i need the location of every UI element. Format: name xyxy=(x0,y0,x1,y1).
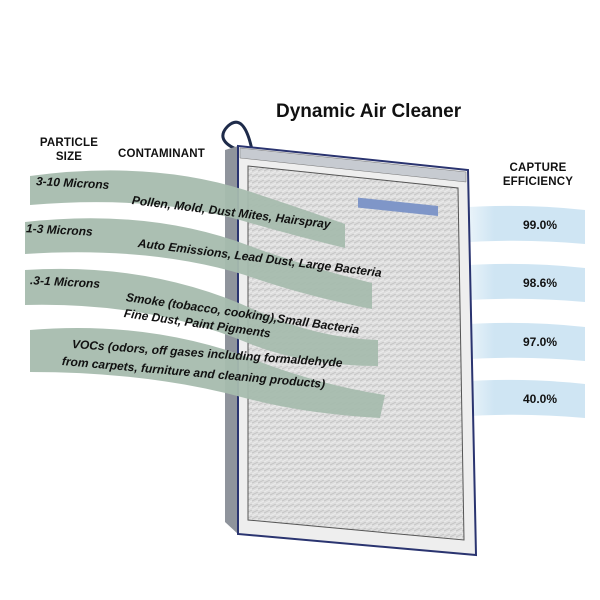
efficiency-value: 99.0% xyxy=(522,218,558,232)
input-stream-4 xyxy=(30,328,385,418)
capture-efficiency-header: CAPTURE EFFICIENCY xyxy=(494,161,582,189)
header-line: SIZE xyxy=(55,151,83,163)
contaminant-header: CONTAMINANT xyxy=(118,148,205,160)
brand-label xyxy=(358,197,438,217)
efficiency-value: 98.6% xyxy=(522,276,558,290)
output-band-2 xyxy=(455,263,585,302)
output-band-1 xyxy=(455,205,585,244)
input-stream-3 xyxy=(25,268,378,366)
diagram-title: Dynamic Air Cleaner xyxy=(276,101,462,122)
input-streams xyxy=(25,170,385,418)
output-bands xyxy=(455,205,585,418)
efficiency-value: 40.0% xyxy=(522,392,558,406)
input-stream-1 xyxy=(30,170,345,248)
header-line: CAPTURE xyxy=(509,162,567,174)
output-band-3 xyxy=(455,322,585,361)
output-band-4 xyxy=(455,379,585,418)
power-cord xyxy=(221,120,254,152)
header-line: EFFICIENCY xyxy=(502,176,574,188)
header-line: PARTICLE xyxy=(39,137,99,149)
filter-top-strip xyxy=(239,147,467,183)
efficiency-value: 97.0% xyxy=(522,335,558,349)
particle-size-header: PARTICLE SIZE xyxy=(34,136,104,164)
input-stream-2 xyxy=(25,218,372,309)
